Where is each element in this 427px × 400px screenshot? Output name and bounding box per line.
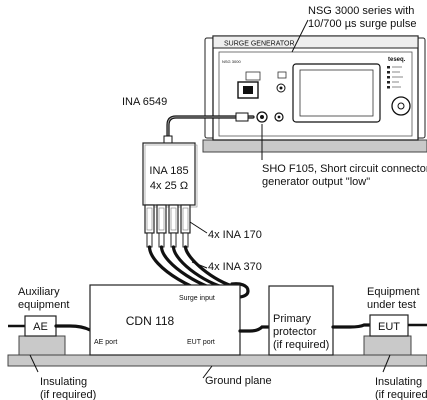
generator-small-button-2[interactable] bbox=[277, 71, 287, 79]
ina185-label-line1: INA 185 bbox=[149, 165, 188, 177]
rotary-knob-center bbox=[397, 102, 405, 110]
generator-caption-line1: NSG 3000 series with bbox=[308, 5, 414, 17]
ae-port-label: AE port bbox=[94, 339, 117, 346]
knob-small-center bbox=[279, 86, 283, 90]
power-inlet-socket bbox=[243, 86, 253, 94]
insulating-support-right bbox=[363, 335, 412, 356]
generator-title-strip bbox=[212, 35, 419, 49]
ina6549-cable bbox=[163, 112, 255, 145]
insul-left-leader bbox=[29, 354, 39, 373]
ina370-leader bbox=[191, 261, 208, 269]
generator-display-screen bbox=[299, 69, 374, 117]
surge-input-label: Surge input bbox=[179, 295, 215, 302]
ina170-leader bbox=[189, 221, 208, 234]
generator-caption-leader bbox=[291, 19, 309, 53]
insul-right-leader bbox=[382, 354, 391, 373]
ina170-connector bbox=[180, 204, 191, 234]
aux-label-line2: equipment bbox=[18, 299, 69, 311]
sho-label-line1: SHO F105, Short circuit connector a bbox=[262, 163, 427, 175]
primary-label-line2: protector bbox=[273, 326, 317, 338]
cdn-to-protector-cable bbox=[238, 325, 272, 333]
insul-left-line1: Insulating bbox=[40, 376, 87, 388]
ina370-label: 4x INA 370 bbox=[208, 261, 262, 273]
eut-caption-line2: under test bbox=[367, 299, 416, 311]
sho-label-line2: generator output "low" bbox=[262, 176, 370, 188]
generator-model: NSG 3000 bbox=[222, 59, 241, 64]
ina6549-label: INA 6549 bbox=[122, 96, 167, 108]
cdn118-title: CDN 118 bbox=[126, 314, 175, 328]
generator-output-connector-center bbox=[260, 115, 264, 119]
protector-to-eut-cable bbox=[331, 323, 373, 329]
primary-label-line1: Primary bbox=[273, 313, 311, 325]
surge-generator: SURGE GENERATOR teseq. NSG 3000 bbox=[202, 5, 427, 153]
insul-right-line1: Insulating bbox=[375, 376, 422, 388]
insul-left-line2: (if required) bbox=[40, 389, 96, 400]
ina185-label-line2: 4x 25 Ω bbox=[150, 180, 188, 192]
generator-front-panel bbox=[218, 51, 413, 137]
eut-port-label: EUT port bbox=[187, 339, 215, 346]
ae-label: AE bbox=[33, 321, 48, 333]
ina170-connectors bbox=[144, 204, 191, 248]
eut-label: EUT bbox=[378, 321, 400, 333]
insul-right-line2: (if required) bbox=[375, 389, 427, 400]
eut-caption-line1: Equipment bbox=[367, 286, 420, 298]
primary-protector-box bbox=[268, 285, 334, 356]
cdn118-box bbox=[89, 284, 241, 356]
ina185-box bbox=[142, 142, 198, 208]
ina170-connector bbox=[156, 204, 167, 234]
insulating-support-left bbox=[18, 335, 66, 356]
ground-plane bbox=[7, 354, 427, 367]
aux-label-line1: Auxiliary bbox=[18, 286, 60, 298]
ina170-connector bbox=[144, 204, 155, 234]
generator-brand: teseq. bbox=[388, 57, 406, 63]
ina170-label: 4x INA 170 bbox=[208, 229, 262, 241]
generator-keypad bbox=[387, 66, 403, 89]
ae-to-cdn-cable bbox=[54, 324, 92, 332]
ground-plane-label: Ground plane bbox=[205, 375, 272, 387]
primary-label-line3: (if required) bbox=[273, 339, 329, 351]
ground-plane-leader bbox=[202, 365, 213, 379]
generator-low-connector-center bbox=[277, 115, 281, 119]
generator-caption-line2: 10/700 µs surge pulse bbox=[308, 18, 416, 30]
generator-panel-title: SURGE GENERATOR bbox=[224, 41, 295, 48]
generator-small-button-1[interactable] bbox=[245, 71, 261, 81]
ina170-connector bbox=[168, 204, 179, 234]
generator-base-plate bbox=[202, 139, 427, 153]
ina6549-plug bbox=[235, 112, 249, 122]
